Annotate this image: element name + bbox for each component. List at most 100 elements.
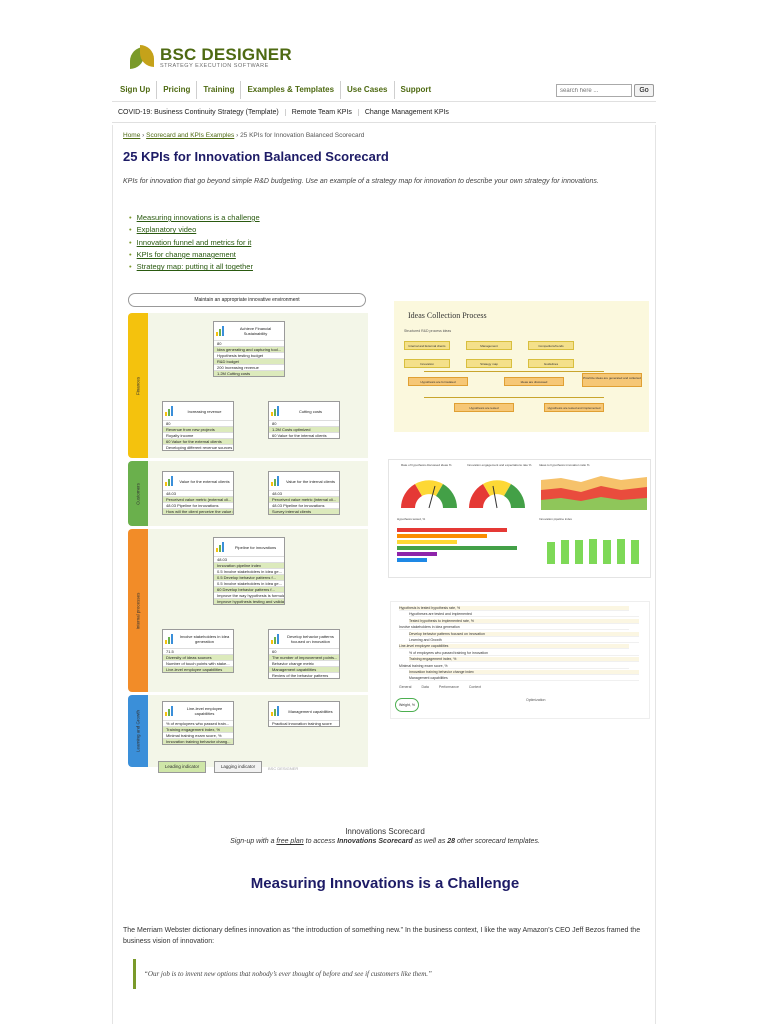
objective-indicator: Behavior change metric <box>269 660 339 666</box>
objective-indicator: 71.5 <box>163 648 233 654</box>
indicator-row[interactable]: Training engagement index, % <box>409 657 639 663</box>
toc-link[interactable]: Explanatory video <box>136 225 197 235</box>
objective-indicator: Innovation pipeline index <box>214 562 284 568</box>
nav-training[interactable]: Training <box>197 81 242 99</box>
indicator-row[interactable]: Learning and Growth <box>409 638 639 643</box>
indicator-row[interactable]: Management capabilities <box>409 676 639 682</box>
hbar-title: Hypothesis tested, % <box>397 517 426 521</box>
flow-box: Prioritize ideas are generated and colle… <box>582 373 642 387</box>
bar-chart-icon <box>271 706 281 716</box>
objective-indicator: Royalty income <box>163 432 233 438</box>
subnav-remote-team[interactable]: Remote Team KPIs <box>286 108 359 116</box>
table-of-contents: Measuring innovations is a challenge Exp… <box>129 212 260 273</box>
flow-box: Competitors/trends <box>528 341 574 350</box>
bar-chart-icon <box>165 706 175 716</box>
search-go-button[interactable]: Go <box>634 84 654 97</box>
gauge-2-title: Innovation engagement and expectations r… <box>467 463 532 467</box>
nav-use-cases[interactable]: Use Cases <box>341 81 395 99</box>
strategy-map[interactable]: Maintain an appropriate innovative envir… <box>128 293 368 778</box>
indicator-list-image[interactable]: Hypothesis is tested hypothesis rate, %H… <box>390 601 650 719</box>
main-content: Home › Scorecard and KPIs Examples › 25 … <box>112 125 656 1024</box>
map-watermark: BSC DESIGNER <box>268 766 299 771</box>
flow-box: Ideas are discussed <box>504 377 564 386</box>
objective-indicator: Hypothesis testing budget <box>214 352 284 358</box>
objective-indicator: R&D budget <box>214 358 284 364</box>
objective-indicator: Innovation training behavior chang... <box>163 738 233 744</box>
objective-indicator: Practical innovation training score <box>269 720 339 726</box>
bar-chart-icon <box>271 634 281 644</box>
free-plan-link[interactable]: free plan <box>276 838 304 845</box>
flow-box: Guidelines <box>528 359 574 368</box>
search-form: Go <box>556 84 654 97</box>
objective-indicator: Number of touch points with stake... <box>163 660 233 666</box>
objective-indicator: 60 Value for the internal clients <box>269 432 339 438</box>
map-objective[interactable]: Line-level employee capabilities% of emp… <box>162 701 234 745</box>
objective-indicator: 200 Increasing revenue <box>214 364 284 370</box>
breadcrumb-section[interactable]: Scorecard and KPIs Examples <box>146 132 235 139</box>
section-heading: Measuring Innovations is a Challenge <box>250 875 520 892</box>
objective-title: Value for the external clients <box>179 478 230 484</box>
objective-indicator: Management capabilities <box>269 666 339 672</box>
dashboard-image[interactable]: Rate of hypothesis discussed ideas % Inn… <box>388 459 651 578</box>
objective-indicator: 1.2M Costs optimized <box>269 426 339 432</box>
indicator-row[interactable]: Minimal training exam score, % <box>399 663 629 669</box>
map-objective[interactable]: Develop behavior patterns focused on inn… <box>268 629 340 679</box>
indicator-tabs: General Data Performance Context <box>399 685 481 689</box>
toc-link[interactable]: KPIs for change management <box>136 249 236 259</box>
page-title: 25 KPIs for Innovation Balanced Scorecar… <box>123 149 389 164</box>
bars-title: Innovation pipeline index <box>539 517 573 521</box>
objective-indicator: Perceived value metric (external cli... <box>163 496 233 502</box>
objective-indicator: Developing different revenue sources <box>163 444 233 450</box>
tab-context[interactable]: Context <box>468 685 481 689</box>
indicator-row[interactable]: Develop behavior patterns focused on inn… <box>409 631 639 637</box>
site-logo[interactable]: BSC DESIGNER STRATEGY EXECUTION SOFTWARE <box>128 43 292 71</box>
objective-title: Develop behavior patterns focused on inn… <box>287 634 334 644</box>
toc-link[interactable]: Strategy map: putting it all together <box>136 262 253 272</box>
tab-performance[interactable]: Performance <box>438 685 459 689</box>
objective-title: Increasing revenue <box>187 408 222 414</box>
indicator-row[interactable]: Hypotheses are tested and implemented <box>409 612 639 618</box>
breadcrumb-home[interactable]: Home <box>123 132 141 139</box>
subnav-covid[interactable]: COVID-19: Business Continuity Strategy (… <box>112 108 286 116</box>
objective-indicator: 80 <box>269 420 339 426</box>
perspective-finances: Finances <box>128 313 148 458</box>
bar-chart-icon <box>271 406 281 416</box>
indicator-row[interactable]: Hypothesis is tested hypothesis rate, % <box>399 606 629 611</box>
subnav-change-management[interactable]: Change Management KPIs <box>364 108 449 116</box>
indicator-row[interactable]: Tested hypothesis to implemented rate, % <box>409 618 639 624</box>
ideas-process-image[interactable]: Ideas Collection Process Structured R&D … <box>394 301 649 432</box>
gauge-2 <box>469 480 525 509</box>
search-input[interactable] <box>556 84 632 97</box>
toc-link[interactable]: Innovation funnel and metrics for it <box>136 237 252 247</box>
nav-examples[interactable]: Examples & Templates <box>241 81 342 99</box>
indicator-row[interactable]: % of employees who passed training for i… <box>409 650 639 656</box>
weight-field[interactable]: Weight, % <box>395 698 419 712</box>
body-paragraph: The Merriam Webster dictionary defines i… <box>123 927 641 945</box>
tab-general[interactable]: General <box>399 685 412 689</box>
objective-indicator: Improve the way hypothesis is formulated <box>214 592 284 598</box>
tab-data[interactable]: Data <box>421 685 429 689</box>
objective-indicator: 1.2M Cutting costs <box>214 370 284 376</box>
nav-pricing[interactable]: Pricing <box>157 81 198 99</box>
image-caption-text: Sign-up with a free plan to access Innov… <box>230 838 540 845</box>
objective-indicator: Improve hypothesis testing and validatin… <box>214 598 284 604</box>
nav-sign-up[interactable]: Sign Up <box>118 81 158 99</box>
bar-chart-icon <box>165 406 175 416</box>
indicator-row[interactable]: Innovation training behavior change inde… <box>409 670 639 675</box>
objective-indicator: 0.5 Involve stakeholders in idea ge... <box>214 568 284 574</box>
indicator-row[interactable]: Line-level employee capabilities <box>399 644 629 650</box>
objective-indicator: 0.5 Involve stakeholders in idea ge... <box>214 580 284 586</box>
main-nav: Sign Up Pricing Training Examples & Temp… <box>118 81 437 99</box>
indicator-row[interactable]: Involve stakeholders in idea generation <box>399 625 629 631</box>
toc-link[interactable]: Measuring innovations is a challenge <box>136 213 260 222</box>
nav-support[interactable]: Support <box>400 85 432 94</box>
ideas-process-title: Ideas Collection Process <box>408 311 487 320</box>
